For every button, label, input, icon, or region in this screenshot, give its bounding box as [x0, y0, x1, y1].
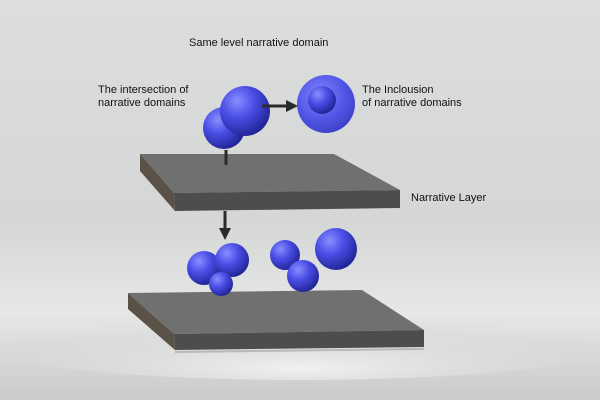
intersection-sphere-large: [220, 86, 270, 136]
intersection-domains: [203, 86, 270, 149]
arrow-intersection-to-inclusion: [262, 100, 298, 112]
upper-slab-top: [140, 154, 400, 193]
lower-sphere-f: [315, 228, 357, 270]
upper-slab-front: [174, 190, 400, 211]
arrow-down-head: [219, 228, 231, 240]
narrative-layer-lower: [128, 290, 425, 353]
inclusion-domains: [297, 75, 355, 133]
label-narrative-layer: Narrative Layer: [411, 192, 487, 204]
label-intersection: The intersection of narrative domains: [98, 84, 189, 110]
upper-slab-side: [140, 154, 175, 211]
label-intersection-line1: The intersection of: [98, 84, 189, 96]
arrow-head: [286, 100, 298, 112]
lower-sphere-c: [209, 272, 233, 296]
lower-slab-side: [128, 293, 175, 350]
label-inclusion-line1: The Inclousion: [362, 84, 434, 96]
narrative-layer-upper: [140, 154, 400, 211]
lower-domain-group-left: [187, 243, 249, 296]
label-inclusion-line2: of narrative domains: [362, 97, 462, 109]
lower-slab-front: [174, 330, 424, 350]
label-inclusion: The Inclousion of narrative domains: [362, 84, 462, 110]
lower-domain-group-right: [270, 228, 357, 292]
inclusion-sphere-inner: [308, 86, 336, 114]
lower-sphere-d: [270, 240, 300, 270]
arrow-down-between-layers: [219, 211, 231, 240]
label-same-level: Same level narrative domain: [189, 37, 329, 49]
lower-slab-top: [128, 290, 424, 334]
lower-sphere-e: [287, 260, 319, 292]
lower-sphere-b: [215, 243, 249, 277]
lower-slab-edge: [174, 348, 425, 353]
label-intersection-line2: narrative domains: [98, 97, 186, 109]
